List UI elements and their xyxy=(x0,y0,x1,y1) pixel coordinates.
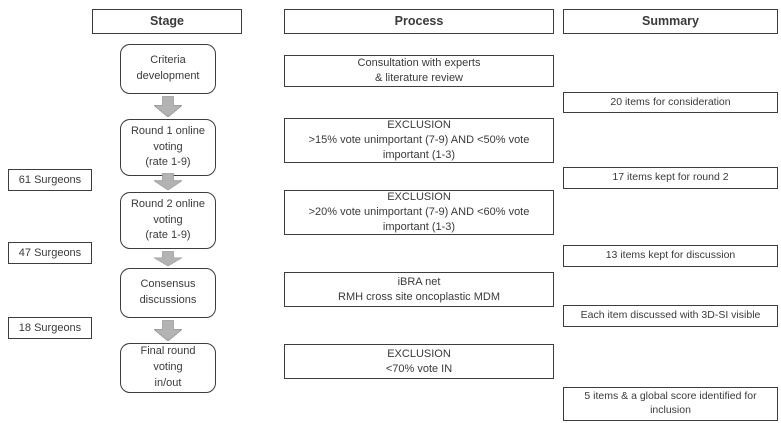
process-box-exclusion-final: EXCLUSION <70% vote IN xyxy=(284,344,554,379)
summary-box-items-inclusion: 5 items & a global score identified for … xyxy=(563,387,778,421)
participants-box-round-1: 61 Surgeons xyxy=(8,169,92,191)
down-arrow-icon xyxy=(154,251,182,266)
summary-box-items-discussion: 13 items kept for discussion xyxy=(563,245,778,267)
summary-box-3d-si-visible: Each item discussed with 3D-SI visible xyxy=(563,305,778,327)
down-arrow-icon xyxy=(154,96,182,117)
stage-box-consensus-discussions: Consensus discussions xyxy=(120,268,216,318)
down-arrow-icon xyxy=(154,173,182,190)
process-column-header: Process xyxy=(284,9,554,34)
process-box-exclusion-round-1: EXCLUSION >15% vote unimportant (7-9) AN… xyxy=(284,118,554,163)
summary-column-header: Summary xyxy=(563,9,778,34)
participants-box-final-round: 18 Surgeons xyxy=(8,317,92,339)
stage-box-round-2-voting: Round 2 online voting (rate 1-9) xyxy=(120,192,216,249)
process-box-ibra-net-mdm: iBRA net RMH cross site oncoplastic MDM xyxy=(284,272,554,307)
summary-box-items-round-2: 17 items kept for round 2 xyxy=(563,167,778,189)
stage-column-header: Stage xyxy=(92,9,242,34)
stage-box-round-1-voting: Round 1 online voting (rate 1-9) xyxy=(120,119,216,176)
stage-box-criteria-development: Criteria development xyxy=(120,44,216,94)
process-box-consultation: Consultation with experts & literature r… xyxy=(284,55,554,87)
summary-box-items-consideration: 20 items for consideration xyxy=(563,92,778,113)
stage-box-final-round-voting: Final round voting in/out xyxy=(120,343,216,393)
down-arrow-icon xyxy=(154,320,182,341)
participants-box-round-2: 47 Surgeons xyxy=(8,242,92,264)
process-box-exclusion-round-2: EXCLUSION >20% vote unimportant (7-9) AN… xyxy=(284,190,554,235)
